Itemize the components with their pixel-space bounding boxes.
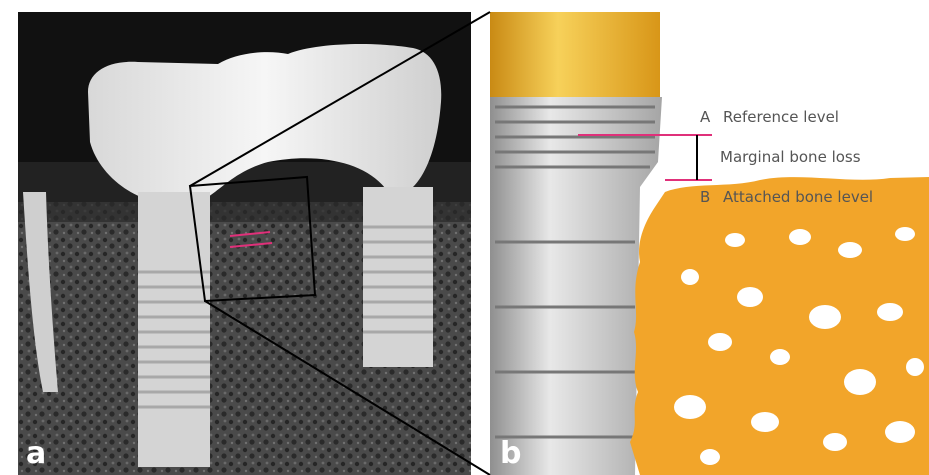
illustration-panel: A Reference level Marginal bone loss B A… xyxy=(490,12,929,475)
panel-letter-a: a xyxy=(26,439,46,469)
gold-abutment xyxy=(490,12,660,97)
right-implant xyxy=(363,187,433,367)
marginal-bone-loss-label: Marginal bone loss xyxy=(720,148,861,166)
radiograph-panel: a xyxy=(18,12,471,475)
panel-letter-b: b xyxy=(500,439,521,469)
reference-level-label: Reference level xyxy=(723,108,839,126)
label-b-letter: B xyxy=(700,188,710,206)
left-implant xyxy=(138,192,210,467)
radiograph-image xyxy=(18,12,471,475)
bone-region xyxy=(630,177,929,475)
label-a-letter: A xyxy=(700,108,710,126)
implant-illustration xyxy=(490,12,929,475)
attached-bone-level-label: Attached bone level xyxy=(723,188,873,206)
